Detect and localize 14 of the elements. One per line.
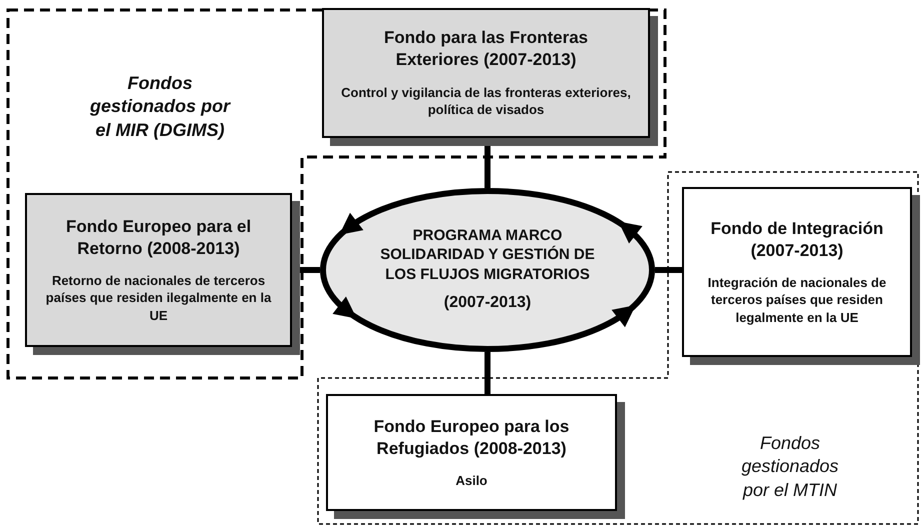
connector-line (655, 267, 682, 273)
fund-title: Fondo para las Fronteras Exteriores (2007-2013) (382, 27, 590, 72)
fund-description: Retorno de nacionales de terceros países que residen ilegalmente en la UE (44, 272, 272, 324)
fund-title: PROGRAMA MARCO SOLIDARIDAD Y GESTIÓN DE LOS FLUJOS MIGRATORIOS (379, 226, 596, 284)
fund-description: Asilo (456, 472, 488, 490)
fund-description: (2007-2013) (444, 293, 532, 314)
region-label: Fondos gestionados por el MIR (DGIMS) (88, 72, 232, 142)
region-label: Fondos gestionados por el MTIN (740, 432, 840, 502)
fund-description: Control y vigilancia de las fronteras exteriores, política de visados (340, 84, 632, 119)
connector-line (484, 352, 490, 394)
fund-title: Fondo Europeo para los Refugiados (2008-2013) (372, 416, 570, 460)
fund-title: Fondo de Integración (2007-2013) (710, 218, 884, 262)
fund-title: Fondo Europeo para el Retorno (2008-2013) (64, 216, 252, 260)
fund-description: Integración de nacionales de terceros países que residen legalmente en la UE (706, 274, 888, 326)
